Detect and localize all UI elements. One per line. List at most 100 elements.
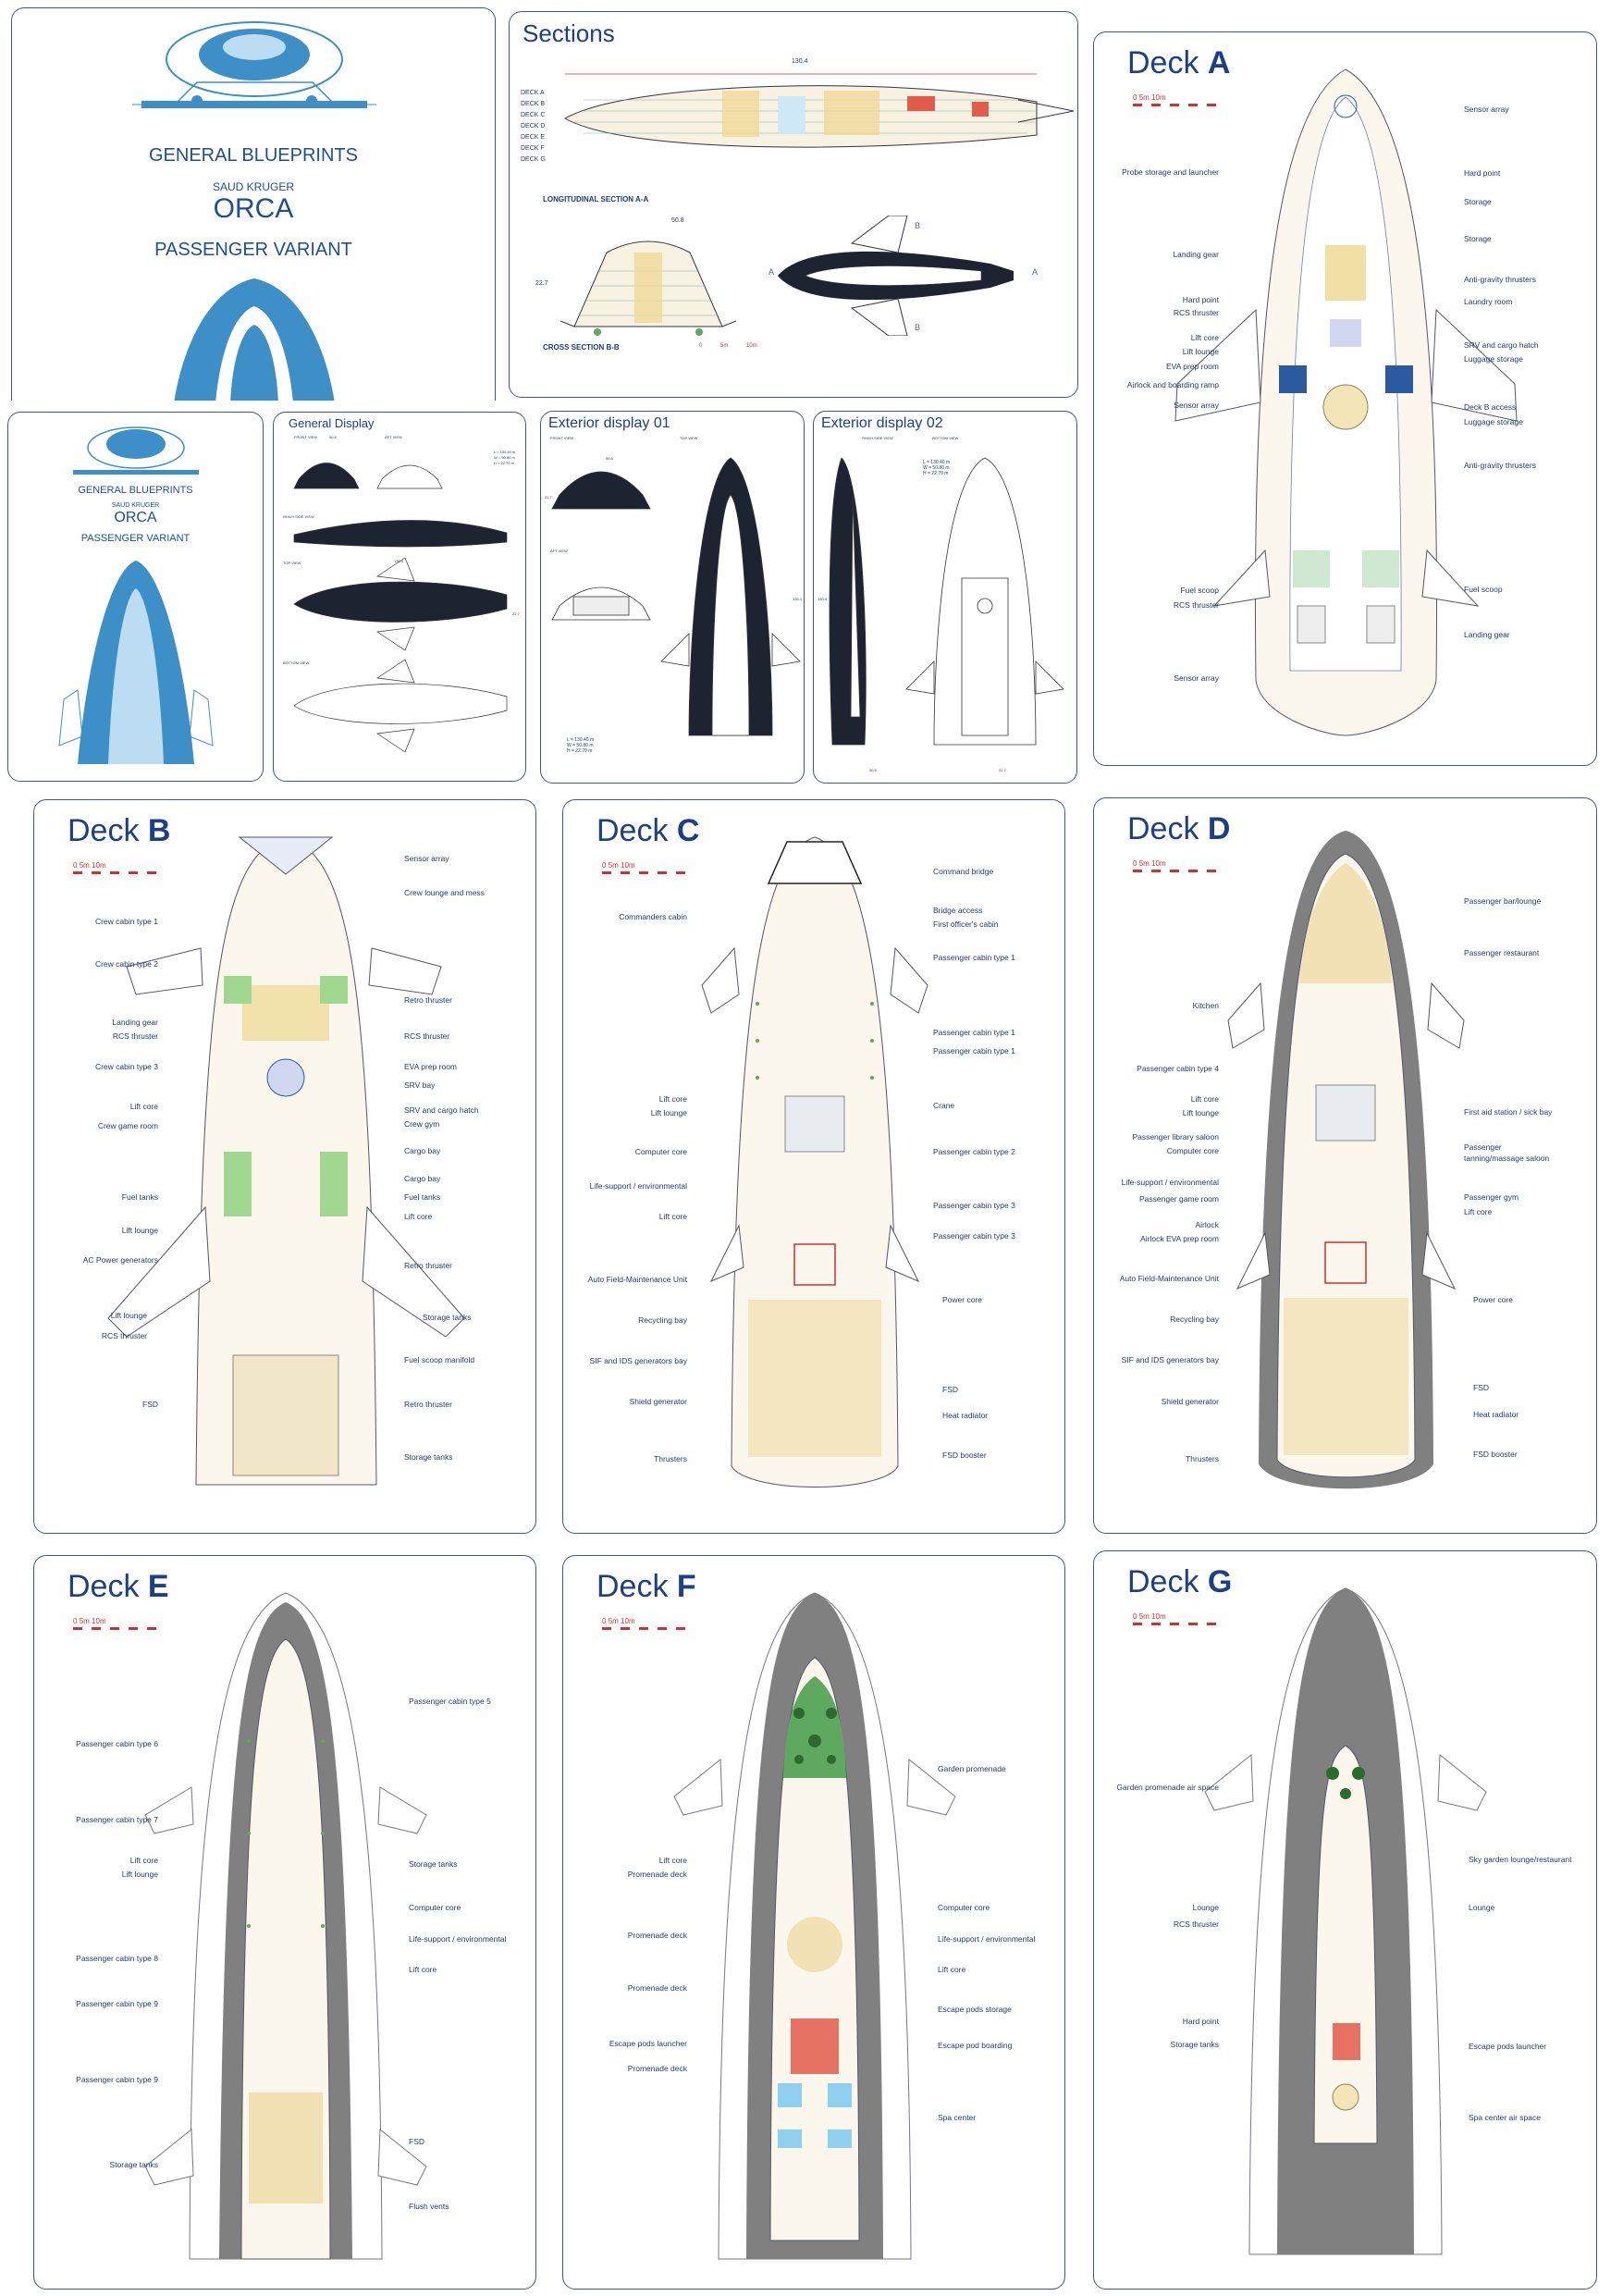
deck-f-panel: Deck F 0 5m 10m Garden promenade Compute… (562, 1555, 1065, 2290)
b-r12: Retro thruster (404, 1261, 452, 1270)
ex2-dim-w: W = 50.80 m (923, 465, 950, 471)
d-l14: Thrusters (1186, 1454, 1219, 1463)
c-r2: First officer's cabin (933, 920, 999, 929)
b-l0: Crew cabin type 1 (94, 917, 158, 926)
deck-e-plan (144, 1592, 427, 2260)
a-r12: Landing gear (1464, 630, 1510, 639)
a-r6: SRV and cargo hatch (1464, 340, 1539, 350)
gd-dim-l: L = 130.40 m (494, 450, 516, 454)
ship-front-illustration (132, 21, 376, 108)
general-display-title: General Display (289, 416, 375, 430)
a-r1: Hard point (1464, 168, 1501, 178)
b-l9: AC Power generators (82, 1255, 158, 1265)
marker-b-top: B (915, 221, 920, 230)
c-r10: Power core (942, 1295, 982, 1304)
c-l6: Auto Field-Maintenance Unit (587, 1275, 687, 1284)
ship-front-small (73, 426, 199, 475)
c-l5: Lift core (658, 1212, 687, 1221)
g-r0: Sky garden lounge/restaurant (1469, 1855, 1572, 1864)
deck-b-word: Deck (68, 813, 148, 848)
g-l0: Garden promenade air space (1116, 1783, 1219, 1792)
g-l3: Hard point (1182, 2017, 1219, 2026)
deck-c-letter: C (676, 813, 700, 848)
e-r1: Storage tanks (409, 1859, 458, 1869)
a-r11: Fuel scoop (1464, 585, 1503, 594)
cover-panel: GENERAL BLUEPRINTS SAUD KRUGER ORCA PASS… (11, 7, 496, 401)
e-r3: Life-support / environmental (409, 1934, 507, 1944)
cover-maker: SAUD KRUGER (212, 180, 294, 193)
deck-c-scale: 0 5m 10m (602, 861, 685, 874)
b-r2: Retro thruster (404, 995, 452, 1005)
deck-label-e: DECK E (521, 134, 546, 141)
c-r5: Passenger cabin type 1 (933, 1046, 1015, 1055)
c-l1: Lift core (658, 1094, 687, 1104)
ex1-d3: 22.7 (545, 495, 552, 500)
c-r7: Passenger cabin type 2 (933, 1147, 1015, 1156)
deck-a-letter: A (1207, 45, 1231, 80)
deck-d-scale: 0 5m 10m (1133, 859, 1216, 872)
d-r9: Heat radiator (1473, 1410, 1519, 1419)
c-l8: SIF and IDS generators bay (589, 1356, 687, 1365)
e-r6: Flush vents (409, 2202, 449, 2211)
a-l4: Lift core (1190, 333, 1219, 342)
f-r4: Escape pods storage (938, 2005, 1012, 2014)
b-r0: Sensor array (404, 854, 449, 863)
f-l3: Promenade deck (627, 1983, 687, 1993)
ex1-dim-l: L = 130.40 m (567, 737, 595, 743)
cross-label: CROSS SECTION B-B (543, 343, 620, 352)
e-l4: Passenger cabin type 8 (76, 1954, 158, 1963)
e-r2: Computer core (409, 1903, 461, 1912)
deck-a-title: Deck A (1127, 45, 1230, 81)
g-r1: Lounge (1469, 1903, 1495, 1912)
e-l1: Passenger cabin type 7 (76, 1815, 158, 1824)
a-r7: Luggage storage (1464, 354, 1523, 364)
deck-e-scale-10: 10m (92, 1617, 106, 1625)
d-r0: Passenger bar/lounge (1464, 896, 1542, 906)
ex1-d1: 50.8 (606, 456, 613, 461)
a-l1: Landing gear (1173, 250, 1219, 259)
b-r1: Crew lounge and mess (404, 888, 485, 897)
deck-g-word: Deck (1127, 1564, 1208, 1599)
cover-small-panel: GENERAL BLUEPRINTS SAUD KRUGER ORCA PASS… (7, 412, 264, 782)
gd-d3: 22.7 (512, 611, 520, 616)
b-r13: Storage tanks (423, 1313, 472, 1322)
deck-d-scale-0: 0 (1133, 859, 1137, 868)
b-r11: Lift core (404, 1212, 433, 1221)
deck-b-panel: Deck B 0 5m 10m Sensor array Crew lounge… (33, 799, 536, 1534)
deck-f-scale-10: 10m (621, 1617, 635, 1625)
deck-c-title: Deck C (596, 813, 699, 849)
a-r0: Sensor array (1464, 105, 1509, 114)
gd-dim-h: H = 22.70 m (494, 461, 514, 465)
deck-b-scale: 0 5m 10m (73, 861, 156, 874)
c-r9: Passenger cabin type 3 (933, 1231, 1015, 1241)
e-r5: FSD (409, 2137, 424, 2146)
deck-a-scale-10: 10m (1151, 93, 1166, 102)
d-l11: Recycling bay (1170, 1315, 1219, 1324)
d-l12: SIF and IDS generators bay (1121, 1355, 1219, 1364)
marker-a-left: A (768, 267, 774, 277)
deck-f-scale-0: 0 (602, 1617, 607, 1625)
deck-f-letter: F (676, 1569, 696, 1604)
deck-e-panel: Deck E 0 5m 10m Passenger cabin type 5 S… (33, 1555, 536, 2290)
deck-a-plan (1174, 68, 1518, 736)
gd-d2: 130.4 (394, 559, 404, 563)
a-l9: Fuel scoop (1180, 586, 1219, 595)
g-l2: RCS thruster (1173, 1920, 1219, 1929)
deck-d-title: Deck D (1127, 811, 1230, 847)
deck-f-title: Deck F (596, 1569, 696, 1605)
exterior2-title: Exterior display 02 (821, 415, 943, 431)
gd-dim-w: W = 50.80 m (494, 455, 515, 460)
deck-g-scale-5: 5m (1138, 1612, 1150, 1621)
deck-f-plan (673, 1592, 956, 2260)
sections-height: 22.7 (535, 280, 548, 287)
gd-top-label: TOP VIEW (283, 561, 301, 565)
gd-bottom-label: BOTTOM VIEW (283, 660, 310, 665)
a-l8: Sensor array (1174, 401, 1219, 410)
scale-10: 10m (746, 343, 757, 349)
deck-a-word: Deck (1127, 45, 1208, 80)
deck-e-word: Deck (68, 1569, 148, 1604)
exterior1-title: Exterior display 01 (548, 415, 670, 431)
deck-e-letter: E (147, 1569, 169, 1604)
e-l7: Storage tanks (109, 2160, 158, 2169)
d-r8: FSD (1473, 1383, 1489, 1392)
